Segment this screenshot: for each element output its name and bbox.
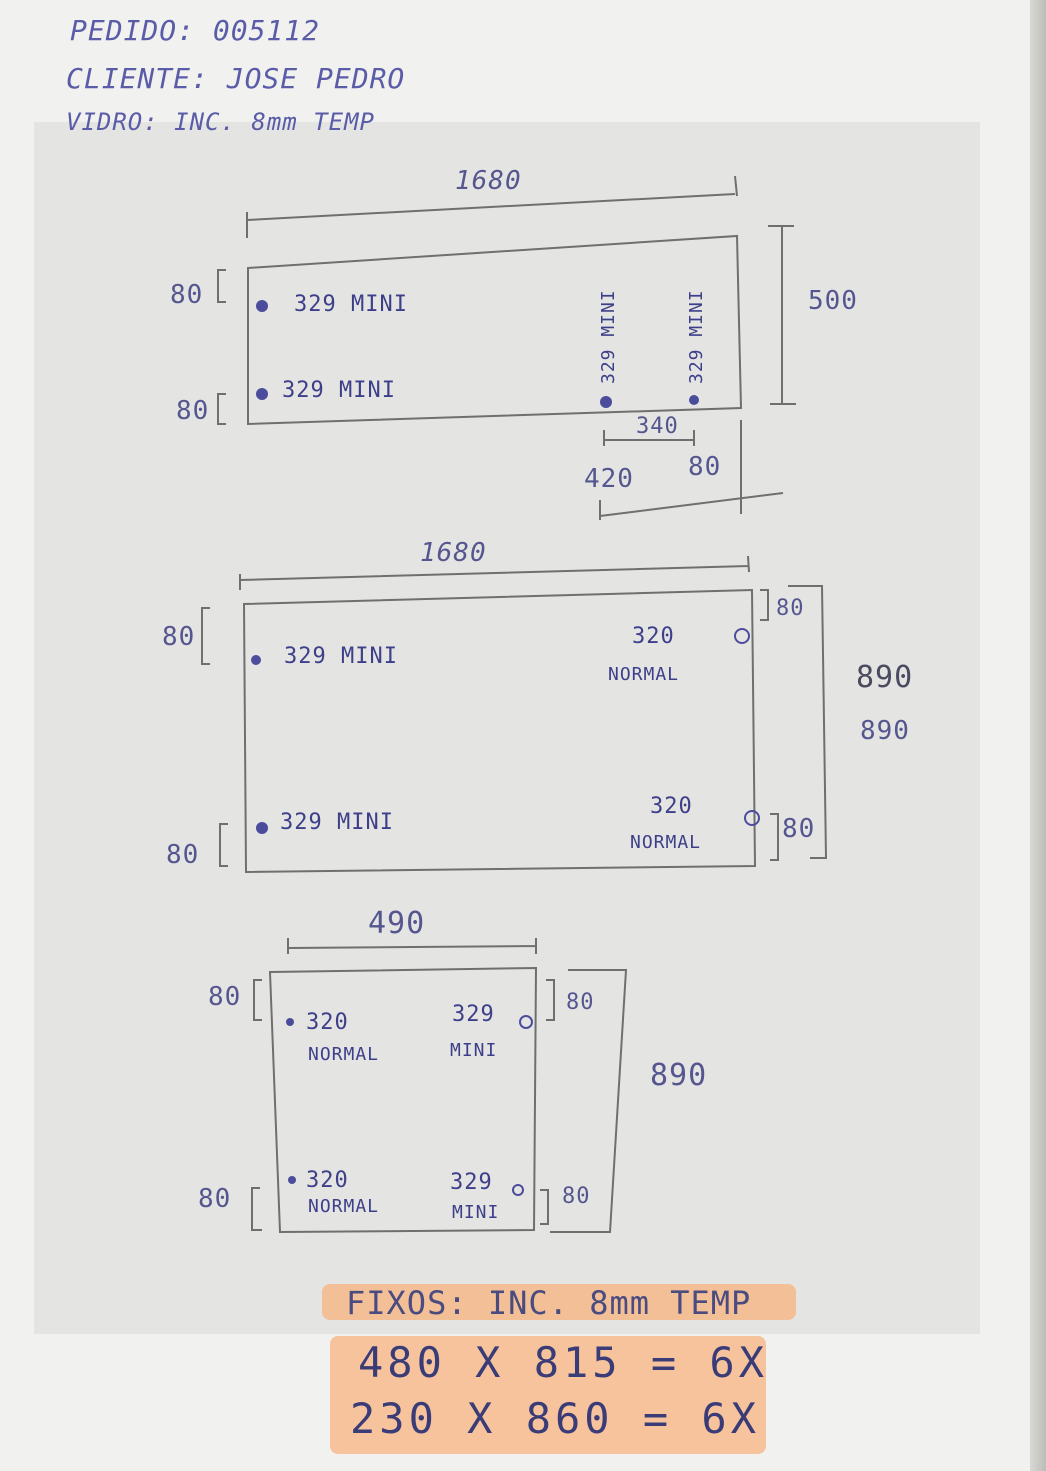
panel3-hole-number: 320 — [306, 1168, 349, 1193]
hole-marker — [600, 396, 612, 408]
panel3-height: 890 — [650, 1058, 708, 1093]
hole-marker — [744, 810, 760, 826]
panel2-hole-number: 320 — [632, 624, 675, 649]
client-name: CLIENTE: JOSE PEDRO — [66, 62, 406, 95]
panel2-width: 1680 — [420, 538, 487, 568]
panel1-offset-brackets — [217, 269, 226, 425]
panel3-width: 490 — [368, 906, 426, 941]
panel1-offset-bottom: 80 — [176, 396, 210, 426]
panel3-width-dimline — [287, 938, 537, 954]
sketch-area — [34, 122, 980, 1334]
panel2-hole-type: NORMAL — [608, 664, 680, 685]
panel3-height-dimline — [550, 969, 628, 1233]
panel1-hole-label: 329 MINI — [294, 292, 408, 317]
paper-edge — [1030, 0, 1046, 1471]
panel1-outline — [247, 234, 743, 426]
fixed-glass-line-1: 480 X 815 = 6X — [358, 1338, 769, 1387]
panel3-hole-number: 320 — [306, 1010, 349, 1035]
panel3-offset-brackets — [251, 979, 555, 1231]
panel2-offset-top-right: 80 — [776, 596, 805, 621]
panel3-hole-type: MINI — [452, 1202, 500, 1223]
panel3-offset-bottom-left: 80 — [198, 1184, 232, 1214]
panel2-offset-brackets — [201, 589, 779, 867]
panel2-hole-label: 329 MINI — [284, 644, 398, 669]
panel1-distance-a: 420 — [584, 464, 634, 494]
panel3-outline — [268, 966, 538, 1234]
hole-marker — [689, 395, 699, 405]
panel3-offset-top-right: 80 — [566, 990, 595, 1015]
panel1-width: 1680 — [455, 166, 522, 196]
panel3-hole-number: 329 — [450, 1170, 493, 1195]
panel1-hole-spacing: 340 — [636, 414, 679, 439]
panel2-outline — [242, 588, 757, 874]
panel1-right-dimline — [599, 420, 784, 520]
panel3-hole-type: NORMAL — [308, 1196, 380, 1217]
hole-marker — [734, 628, 750, 644]
panel1-spacing-dimline — [603, 430, 695, 446]
hole-marker — [288, 1176, 296, 1184]
glass-spec: VIDRO: INC. 8mm TEMP — [66, 108, 375, 136]
panel1-vertical-hole-label: 329 MINI — [598, 289, 619, 384]
hole-marker — [512, 1184, 524, 1196]
panel3-hole-type: MINI — [450, 1040, 498, 1061]
panel2-height-dimline — [788, 585, 828, 859]
highlight-lines — [330, 1336, 766, 1454]
panel1-width-dimline — [246, 175, 738, 238]
panel2-height: 890 — [856, 660, 914, 695]
panel1-hole-label: 329 MINI — [282, 378, 396, 403]
panel3-offset-top-left: 80 — [208, 982, 242, 1012]
panel1-distance-b: 80 — [688, 452, 722, 482]
panel2-offset-bottom-right: 80 — [782, 814, 816, 844]
panel1-vertical-hole-label: 329 MINI — [686, 289, 707, 384]
panel2-width-dimline — [239, 555, 750, 590]
panel1-height: 500 — [808, 286, 858, 316]
panel3-hole-type: NORMAL — [308, 1044, 380, 1065]
hole-marker — [256, 822, 268, 834]
panel3-hole-number: 329 — [452, 1002, 495, 1027]
hole-marker — [256, 300, 268, 312]
panel2-hole-label: 329 MINI — [280, 810, 394, 835]
panel2-height-repeat: 890 — [860, 716, 910, 746]
fixed-glass-title: FIXOS: INC. 8mm TEMP — [346, 1284, 752, 1322]
panel2-offset-top-left: 80 — [162, 622, 196, 652]
panel3-offset-bottom-right: 80 — [562, 1184, 591, 1209]
panel2-hole-number: 320 — [650, 794, 693, 819]
hole-marker — [286, 1018, 294, 1026]
hole-marker — [251, 655, 261, 665]
order-number: PEDIDO: 005112 — [70, 14, 321, 47]
panel1-offset-top: 80 — [170, 280, 204, 310]
panel2-offset-bottom-left: 80 — [166, 840, 200, 870]
hole-marker — [519, 1015, 533, 1029]
highlight-title — [322, 1284, 796, 1320]
fixed-glass-line-2: 230 X 860 = 6X — [350, 1394, 761, 1443]
panel2-hole-type: NORMAL — [630, 832, 702, 853]
hole-marker — [256, 388, 268, 400]
panel1-height-dimline — [768, 225, 796, 405]
